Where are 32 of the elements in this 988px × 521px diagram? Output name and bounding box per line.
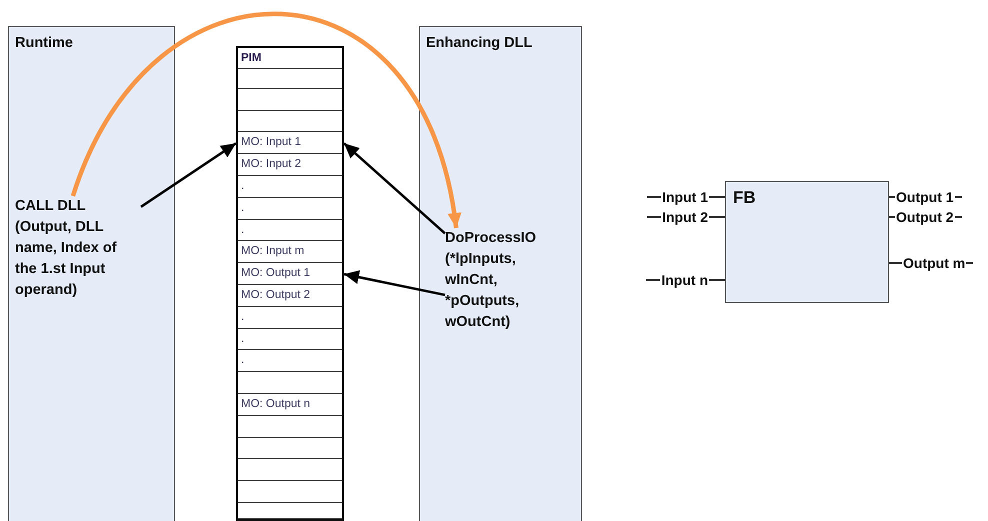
function-call-text: DoProcessIO (*lpInputs, wInCnt, *pOutputs, wOutCnt) (445, 228, 557, 336)
row-label: . (240, 310, 246, 325)
panel-heading: Runtime (15, 34, 74, 53)
pin-label: Input 1 (647, 188, 725, 206)
row-label: MO: Output 1 (240, 266, 312, 282)
pin-label: Output 1 (889, 188, 962, 206)
panel (419, 26, 582, 521)
block-title: FB (733, 188, 757, 208)
memory-table (236, 46, 344, 521)
curved-arrow (70, 12, 460, 228)
panel-heading: Enhancing DLL (426, 34, 534, 53)
row-label: . (240, 222, 246, 238)
panel (8, 26, 175, 521)
row-label: MO: Input 2 (240, 157, 302, 172)
row-label: MO: Output n (240, 397, 312, 412)
arrow (140, 142, 237, 208)
arrow (344, 270, 446, 296)
pin-label: Input n (646, 271, 725, 289)
row-label: . (240, 179, 246, 194)
row-label: . (240, 200, 246, 216)
row-label: MO: Input 1 (240, 135, 302, 150)
row-label: MO: Output 2 (240, 288, 312, 303)
pin-label: Input 2 (647, 208, 725, 226)
row-label: . (240, 353, 246, 368)
function-call-text: CALL DLL (Output, DLL name, Index of the 1.st Input operand) (15, 196, 141, 304)
function-block (725, 181, 889, 303)
row-label: . (240, 332, 246, 347)
pin-label: Output 2 (889, 208, 962, 226)
arrow (343, 142, 446, 234)
table-header: PIM (238, 48, 342, 69)
row-label: MO: Input m (240, 244, 306, 260)
pin-label: Output m (889, 254, 974, 272)
